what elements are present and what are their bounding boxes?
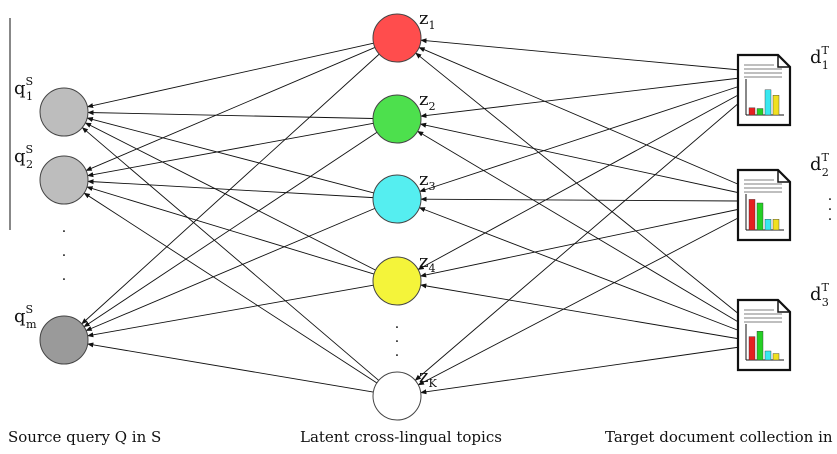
edge-topic2-query3 [83,131,378,328]
document-bar-3-1 [748,336,756,361]
edge-doc2-topic5 [417,216,741,386]
edge-topic4-query2 [86,186,375,275]
edge-topic3-query2 [87,179,374,199]
edge-topic3-query3 [85,207,376,332]
edge-doc1-topic1 [420,38,741,71]
topic-ellipsis: . [395,316,399,332]
edge-topic4-query3 [87,284,374,338]
query-node-1 [39,87,89,137]
document-ellipsis: . [828,188,832,204]
topic-node-2 [372,94,422,144]
topic-label-1: z1 [419,8,436,32]
nodes-group [39,13,792,421]
edge-doc1-topic3 [419,85,741,193]
topic-node-5 [372,371,422,421]
document-bar-1-3 [764,89,772,116]
topic-ellipsis: . [395,330,399,346]
query-node-2 [39,155,89,205]
document-bar-2-1 [748,199,756,231]
document-bar-3-3 [764,350,772,361]
topic-label-4: z4 [419,251,436,275]
document-bar-1-1 [748,107,756,116]
caption-target-collection: Target document collection in T [605,428,837,446]
topic-node-1 [372,13,422,63]
document-fold-3 [777,300,790,313]
document-bar-3-2 [756,331,764,361]
document-bar-3-4 [772,353,780,361]
caption-latent-topics: Latent cross-lingual topics [300,428,502,446]
document-fold-2 [777,170,790,183]
edges-group [81,38,741,395]
edge-doc3-topic1 [415,52,741,316]
document-bar-2-4 [772,218,780,231]
edge-topic4-query1 [84,122,376,271]
document-fold-1 [777,55,790,68]
edge-topic2-query2 [86,122,374,178]
document-bar-2-3 [764,218,772,231]
query-ellipsis: . [62,268,66,284]
document-ellipsis: . [828,208,832,224]
document-bar-2-2 [756,202,764,231]
edge-topic1-query1 [86,42,374,109]
topic-node-3 [372,174,422,224]
topic-label-3: z3 [419,169,436,193]
edge-doc2-topic1 [418,47,741,186]
edge-doc2-topic2 [419,122,741,194]
edge-topic5-query1 [81,127,380,381]
topic-ellipsis: . [395,344,399,360]
edge-doc1-topic4 [417,93,741,270]
topic-label-5: zK [419,366,437,390]
edge-doc3-topic2 [417,130,741,324]
edge-topic5-query2 [83,192,378,384]
edge-topic3-query1 [86,117,374,194]
edge-topic1-query3 [81,53,380,325]
query-node-3 [39,315,89,365]
edge-doc2-topic3 [420,196,741,202]
edge-topic1-query2 [85,47,376,171]
edge-doc3-topic4 [420,283,741,340]
edge-doc1-topic2 [420,77,741,118]
document-ellipsis: . [828,198,832,214]
query-ellipsis: . [62,244,66,260]
edge-doc1-topic5 [414,101,741,381]
document-bar-1-2 [756,108,764,116]
query-ellipsis: . [62,220,66,236]
topic-node-4 [372,256,422,306]
edge-topic2-query1 [87,110,374,119]
edge-topic5-query3 [87,342,374,393]
topic-label-2: z2 [419,89,436,113]
edge-doc3-topic3 [418,207,741,332]
edge-doc3-topic5 [420,346,741,395]
document-bar-1-4 [772,94,780,116]
caption-source-query: Source query Q in S [8,428,162,446]
edge-doc2-topic4 [419,208,741,278]
